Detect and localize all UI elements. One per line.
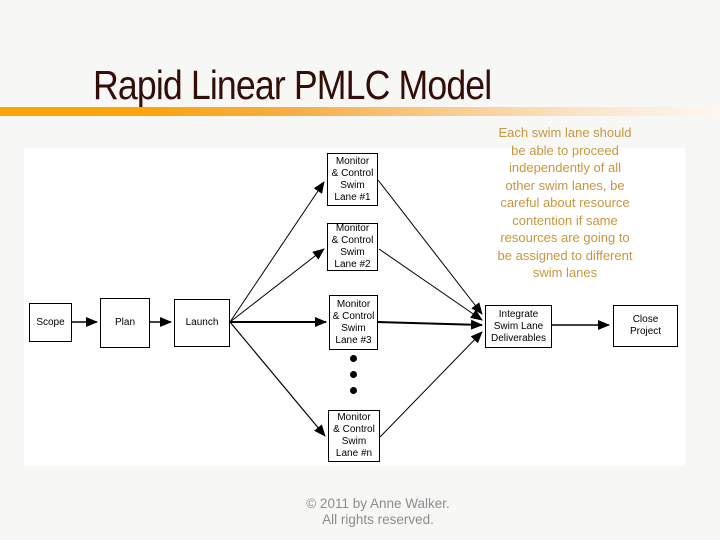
swim-lane-note: Each swim lane should be able to proceed… [497, 125, 633, 280]
node-monitor-control-swim-lane-n: Monitor & Control Swim Lane #n [328, 410, 380, 462]
node-scope: Scope [29, 303, 72, 342]
ellipsis-dot [350, 355, 357, 362]
copyright-line-1: © 2011 by Anne Walker. [306, 496, 450, 511]
node-integrate-swim-lane-deliverables: Integrate Swim Lane Deliverables [485, 305, 552, 348]
ellipsis-dot [350, 387, 357, 394]
node-monitor-control-swim-lane-3: Monitor & Control Swim Lane #3 [329, 295, 378, 350]
node-monitor-control-swim-lane-1: Monitor & Control Swim Lane #1 [327, 153, 378, 206]
accent-bar [0, 107, 720, 116]
copyright-line-2: All rights reserved. [322, 512, 434, 527]
node-launch: Launch [174, 299, 230, 347]
node-plan: Plan [100, 298, 150, 348]
ellipsis-dot [350, 371, 357, 378]
copyright-footer: © 2011 by Anne Walker. All rights reserv… [238, 496, 518, 528]
node-monitor-control-swim-lane-2: Monitor & Control Swim Lane #2 [327, 223, 378, 271]
slide-title: Rapid Linear PMLC Model [93, 62, 492, 108]
vertical-ellipsis-icon [350, 355, 358, 395]
node-close-project: Close Project [613, 305, 678, 347]
